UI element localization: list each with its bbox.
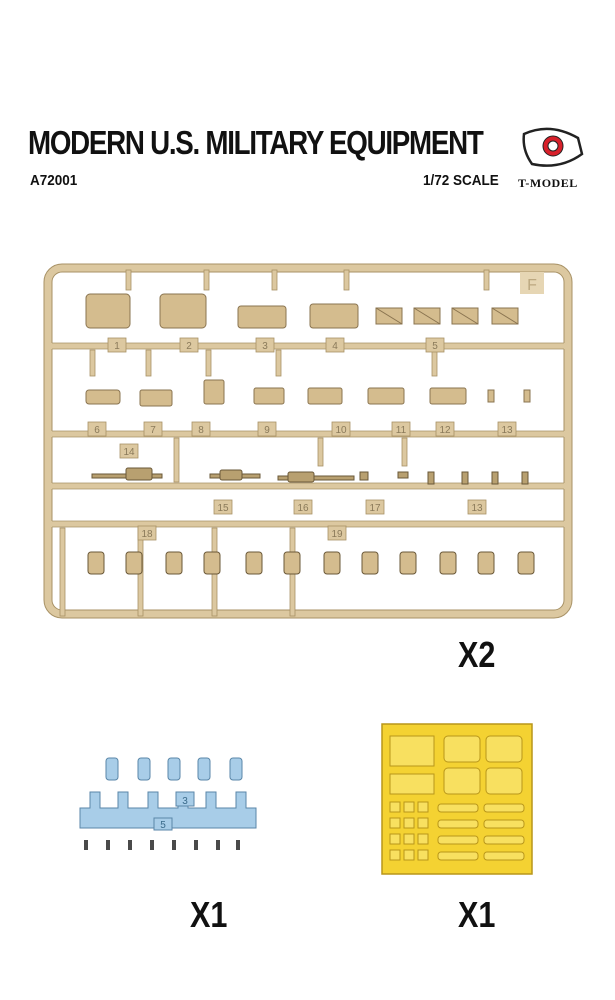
part-label: 6 xyxy=(94,425,100,436)
part-label: 13 xyxy=(471,503,483,514)
part-label: 18 xyxy=(141,529,153,540)
part-label: 4 xyxy=(332,341,338,352)
photo-etch-quantity: X1 xyxy=(458,894,496,935)
part-label: 2 xyxy=(186,341,192,352)
part-label: 19 xyxy=(331,529,343,540)
part-label: 13 xyxy=(501,425,513,436)
sprue-letter: F xyxy=(527,277,537,294)
part-label: 15 xyxy=(217,503,229,514)
part-label: 14 xyxy=(123,447,135,458)
brand-logo-icon xyxy=(522,127,584,167)
part-label: 1 xyxy=(114,341,120,352)
part-label: 5 xyxy=(160,820,166,831)
part-label: 16 xyxy=(297,503,309,514)
part-label: 8 xyxy=(198,425,204,436)
part-label: 3 xyxy=(182,796,188,807)
part-label: 10 xyxy=(335,425,347,436)
tan-sprue: 1 2 3 4 5 6 7 8 9 10 11 12 13 14 15 16 1… xyxy=(43,263,573,619)
part-label: 3 xyxy=(262,341,268,352)
page-title: MODERN U.S. MILITARY EQUIPMENT xyxy=(28,124,484,161)
part-label: 12 xyxy=(439,425,451,436)
brand-name: T-MODEL xyxy=(518,176,578,190)
scale-label: 1/72 SCALE xyxy=(423,172,499,189)
part-label: 9 xyxy=(264,425,270,436)
blue-sprue-quantity: X1 xyxy=(190,894,228,935)
part-label: 7 xyxy=(150,425,156,436)
photo-etch-fret xyxy=(381,723,533,875)
part-label: 17 xyxy=(369,503,381,514)
product-code: A72001 xyxy=(30,172,78,189)
part-label: 5 xyxy=(432,341,438,352)
blue-sprue: 3 5 xyxy=(79,757,257,850)
tan-sprue-quantity: X2 xyxy=(458,634,496,675)
part-label: 11 xyxy=(396,425,407,436)
